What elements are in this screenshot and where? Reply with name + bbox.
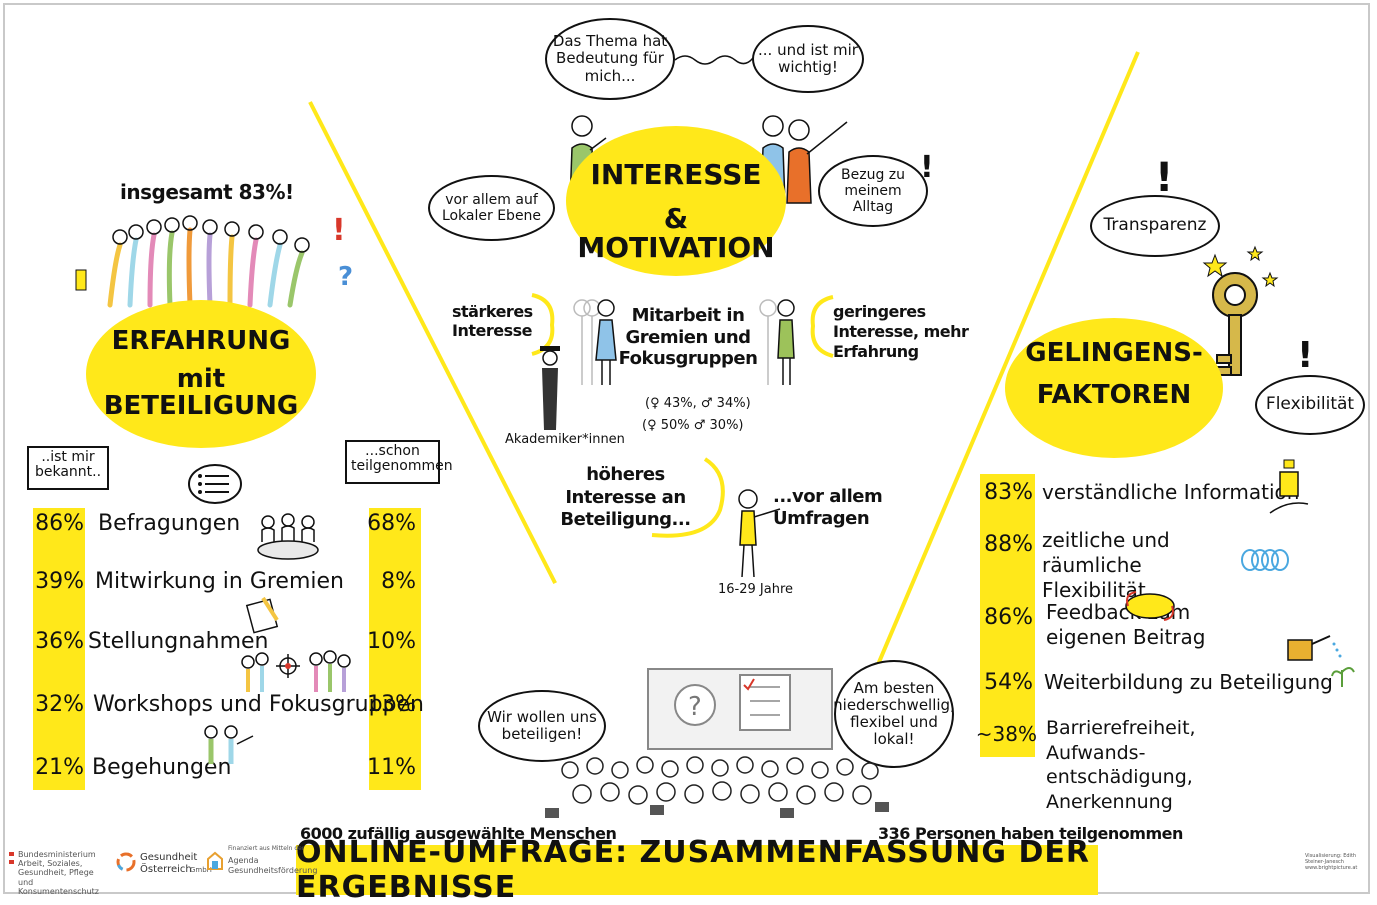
interest-title-blob <box>566 126 786 276</box>
visualization-credit: Visualisierung: Edith Steiner-Janesch ww… <box>1305 853 1358 871</box>
row5-known-pct: 21% <box>35 755 84 780</box>
known-column-bar <box>33 508 85 790</box>
row4-label: Workshops und Fokusgruppen <box>93 692 424 717</box>
row1-label: Befragungen <box>98 511 241 536</box>
success-row5-pct: ~38% <box>975 722 1037 746</box>
row1-participated-pct: 68% <box>367 511 416 536</box>
young-figure-icon <box>738 489 781 578</box>
goeg-name-2: Österreich <box>140 864 192 875</box>
spring-coil-icon <box>1241 549 1289 571</box>
success-row5-label: Barrierefreiheit, Aufwands-entschädigung… <box>1046 717 1196 814</box>
agenda-name-2: Gesundheitsförderung <box>228 866 318 875</box>
row1-known-pct: 86% <box>35 511 84 536</box>
flexibility-exclamation: ! <box>1297 335 1313 376</box>
svg-text:?: ? <box>338 262 353 292</box>
participated-column-bar <box>369 508 421 790</box>
lesser-interest-text: geringeres Interesse, mehr Erfahrung <box>833 302 969 361</box>
sample-text: 6000 zufällig ausgewählte Menschen <box>300 824 617 843</box>
row2-known-pct: 39% <box>35 569 84 594</box>
checklist-bubble-icon <box>188 464 242 504</box>
success-row4-pct: 54% <box>984 670 1033 695</box>
svg-text:?: ? <box>688 692 702 722</box>
overall-text: insgesamt 83%! <box>120 180 294 204</box>
success-title-line1: GELINGENS- <box>1025 338 1203 368</box>
row4-known-pct: 32% <box>35 692 84 717</box>
surveys-text: ...vor allem Umfragen <box>773 486 883 529</box>
goeg-logo-icon <box>116 852 136 872</box>
crowd-of-people-icon <box>545 756 889 818</box>
watering-can-icon <box>1287 635 1355 687</box>
workshop-group-icon <box>241 650 351 692</box>
known-tag: ..ist mir bekannt.. <box>27 446 109 490</box>
row2-label: Mitwirkung in Gremien <box>95 569 344 594</box>
goeg-name-1: Gesundheit <box>140 852 198 863</box>
row3-label: Stellungnahmen <box>88 629 269 654</box>
ministry-flag-icon <box>9 852 14 864</box>
row4-participated-pct: 13% <box>367 692 416 717</box>
bubble-transparency: Transparenz <box>1090 195 1220 257</box>
participated-tag: ...schon teilgenommen <box>345 440 453 484</box>
bubble-low-threshold: Am besten niederschwellig, flexibel und … <box>833 660 955 768</box>
agenda-small-text: Finanziert aus Mitteln der <box>228 845 305 852</box>
wavy-connector <box>675 55 753 65</box>
stronger-interest-text: stärkeres Interesse <box>452 302 533 341</box>
everyday-exclamation: ! <box>920 150 934 185</box>
graduate-figure-icon <box>540 346 560 430</box>
transparency-exclamation: ! <box>1155 155 1173 201</box>
lesser-bracket <box>810 295 834 358</box>
success-title-blob <box>1005 318 1223 458</box>
row5-participated-pct: 11% <box>367 755 416 780</box>
success-title-line2: FAKTOREN <box>1036 380 1192 410</box>
document-pen-icon <box>245 596 279 634</box>
interest-title-line2: & MOTIVATION <box>577 202 775 265</box>
experienced-figures-icon <box>759 299 795 385</box>
stats-line2: (♀ 50% ♂ 30%) <box>642 418 744 433</box>
academics-text: Akademiker*innen <box>505 432 625 447</box>
presentation-screen-icon: ? <box>647 668 833 750</box>
goeg-name-3: GmbH <box>190 866 212 874</box>
agenda-logo-icon <box>207 851 223 870</box>
experience-title-line2: mit BETEILIGUNG <box>103 364 299 422</box>
ministry-logo-text: Bundesministerium Arbeit, Soziales, Gesu… <box>18 850 100 896</box>
row3-known-pct: 36% <box>35 629 84 654</box>
bubble-everyday: Bezug zu meinem Alltag <box>818 155 928 227</box>
info-hand-icon <box>1269 459 1309 514</box>
stats-line1: (♀ 43%, ♂ 34%) <box>645 396 751 411</box>
success-row1-pct: 83% <box>984 480 1033 505</box>
bubble-we-want-to-participate: Wir wollen uns beteiligen! <box>478 690 606 762</box>
bubble-meaning: Das Thema hat Bedeutung für mich... <box>545 18 675 100</box>
higher-interest-text: höheres Interesse an Beteiligung... <box>560 464 691 530</box>
crowd-illustration-icon: ! ? <box>75 215 353 308</box>
headline-text: ONLINE-UMFRAGE: ZUSAMMENFASSUNG DER ERGE… <box>296 835 1090 905</box>
svg-text:!: ! <box>332 215 346 248</box>
working-figures-icon <box>573 299 617 385</box>
higher-bracket <box>651 457 725 538</box>
row3-participated-pct: 10% <box>367 629 416 654</box>
success-row2-pct: 88% <box>984 532 1033 557</box>
row2-participated-pct: 8% <box>381 569 416 594</box>
agenda-name-1: Agenda <box>228 856 259 865</box>
bubble-flexibility: Flexibilität <box>1255 375 1365 435</box>
key-icon <box>1202 245 1279 376</box>
interest-title-line1: INTERESSE <box>590 158 762 191</box>
meeting-table-icon <box>257 513 319 560</box>
success-column-bar <box>980 474 1035 757</box>
experience-title-line1: ERFAHRUNG <box>111 326 291 356</box>
experience-title-blob <box>86 300 316 448</box>
walking-people-icon <box>204 725 254 764</box>
bubble-important: ... und ist mir wichtig! <box>752 25 864 93</box>
success-row3-pct: 86% <box>984 605 1033 630</box>
bubble-local-level: vor allem auf Lokaler Ebene <box>428 175 555 241</box>
success-row1-label: verständliche Information <box>1042 480 1300 504</box>
row5-label: Begehungen <box>92 755 232 780</box>
success-row4-label: Weiterbildung zu Beteiligung <box>1044 670 1333 694</box>
participants-text: 336 Personen haben teilgenommen <box>878 824 1183 843</box>
feedback-arrows-icon <box>1125 591 1175 621</box>
success-row2-label: zeitliche und räumliche Flexibilität <box>1042 528 1170 602</box>
work-committees-text: Mitarbeit in Gremien und Fokusgruppen <box>618 305 758 370</box>
age-text: 16-29 Jahre <box>718 582 794 597</box>
headline-banner: ONLINE-UMFRAGE: ZUSAMMENFASSUNG DER ERGE… <box>296 835 1098 905</box>
